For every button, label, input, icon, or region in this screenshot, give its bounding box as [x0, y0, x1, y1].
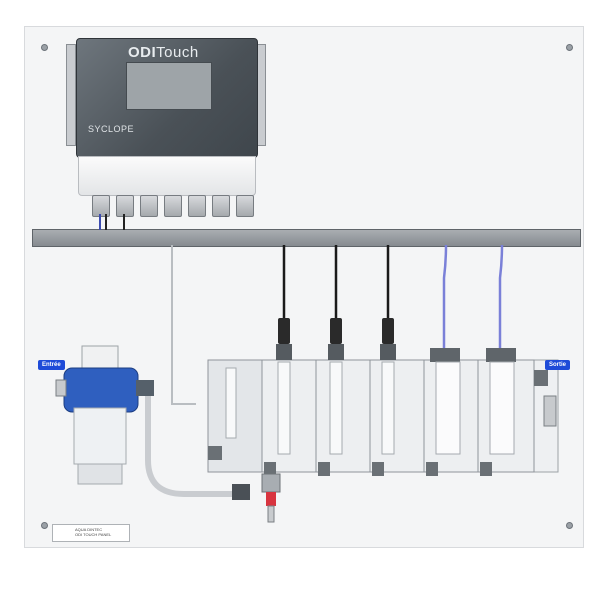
cable-gland [212, 195, 230, 217]
cable-gland [164, 195, 182, 217]
panel-screw-bottom-right [566, 522, 573, 529]
filter-bowl-base [77, 463, 123, 485]
flow-tube [225, 367, 237, 439]
inlet-connector [55, 379, 67, 397]
drain-valve-handle [266, 492, 276, 506]
drain-valve [261, 473, 281, 493]
brand-light: Touch [156, 44, 199, 61]
probe-cap-large [486, 348, 516, 362]
sensor-cable-blue [498, 244, 504, 348]
outlet-label: Sortie [545, 360, 571, 370]
probe-cap-large [430, 348, 460, 362]
plate-line-2: ODI TOUCH PANEL [75, 532, 112, 537]
controller-left-hinge [66, 44, 76, 146]
drain-nozzle [267, 505, 275, 523]
panel-screw-top-left [41, 44, 48, 51]
fitting [208, 446, 222, 460]
sensor-connector [330, 318, 342, 344]
sensor-connector [278, 318, 290, 344]
fitting [264, 462, 276, 476]
sensor-cable-blue [442, 244, 448, 348]
fitting [318, 462, 330, 476]
probe-cap [328, 344, 344, 360]
cable-gland [236, 195, 254, 217]
feed-elbow [232, 484, 250, 500]
sensor-connector [382, 318, 394, 344]
probe-cap [276, 344, 292, 360]
panel-screw-bottom-left [41, 522, 48, 529]
plate-line-1: AQUA DINTEC [75, 527, 103, 532]
filter-bowl [73, 407, 127, 465]
cable-duct [32, 229, 581, 247]
filter-head [63, 367, 139, 413]
filter-bracket [81, 345, 119, 371]
filter-outlet-elbow [136, 380, 154, 396]
identification-plate: AQUA DINTEC ODI TOUCH PANEL [52, 524, 130, 542]
fitting [426, 462, 438, 476]
probe-tube [277, 361, 291, 455]
sensor-cell [315, 359, 373, 473]
probe-tube-large [489, 361, 515, 455]
probe-cap [380, 344, 396, 360]
probe-tube-large [435, 361, 461, 455]
outlet-fitting [534, 370, 548, 386]
brand-bold: ODI [128, 44, 157, 61]
fitting [480, 462, 492, 476]
controller-manufacturer: SYCLOPE [88, 124, 135, 134]
probe-tube [381, 361, 395, 455]
cable-gland [188, 195, 206, 217]
feed-hose [145, 396, 234, 497]
controller-display [126, 62, 212, 110]
sample-line [171, 245, 196, 405]
cable-gland [140, 195, 158, 217]
outlet-hose-barb [543, 395, 557, 427]
inlet-label: Entrée [38, 360, 65, 370]
sensor-cell [369, 359, 427, 473]
probe-tube [329, 361, 343, 455]
panel-screw-top-right [566, 44, 573, 51]
fitting [372, 462, 384, 476]
controller-brand: ODITouch [128, 44, 199, 61]
